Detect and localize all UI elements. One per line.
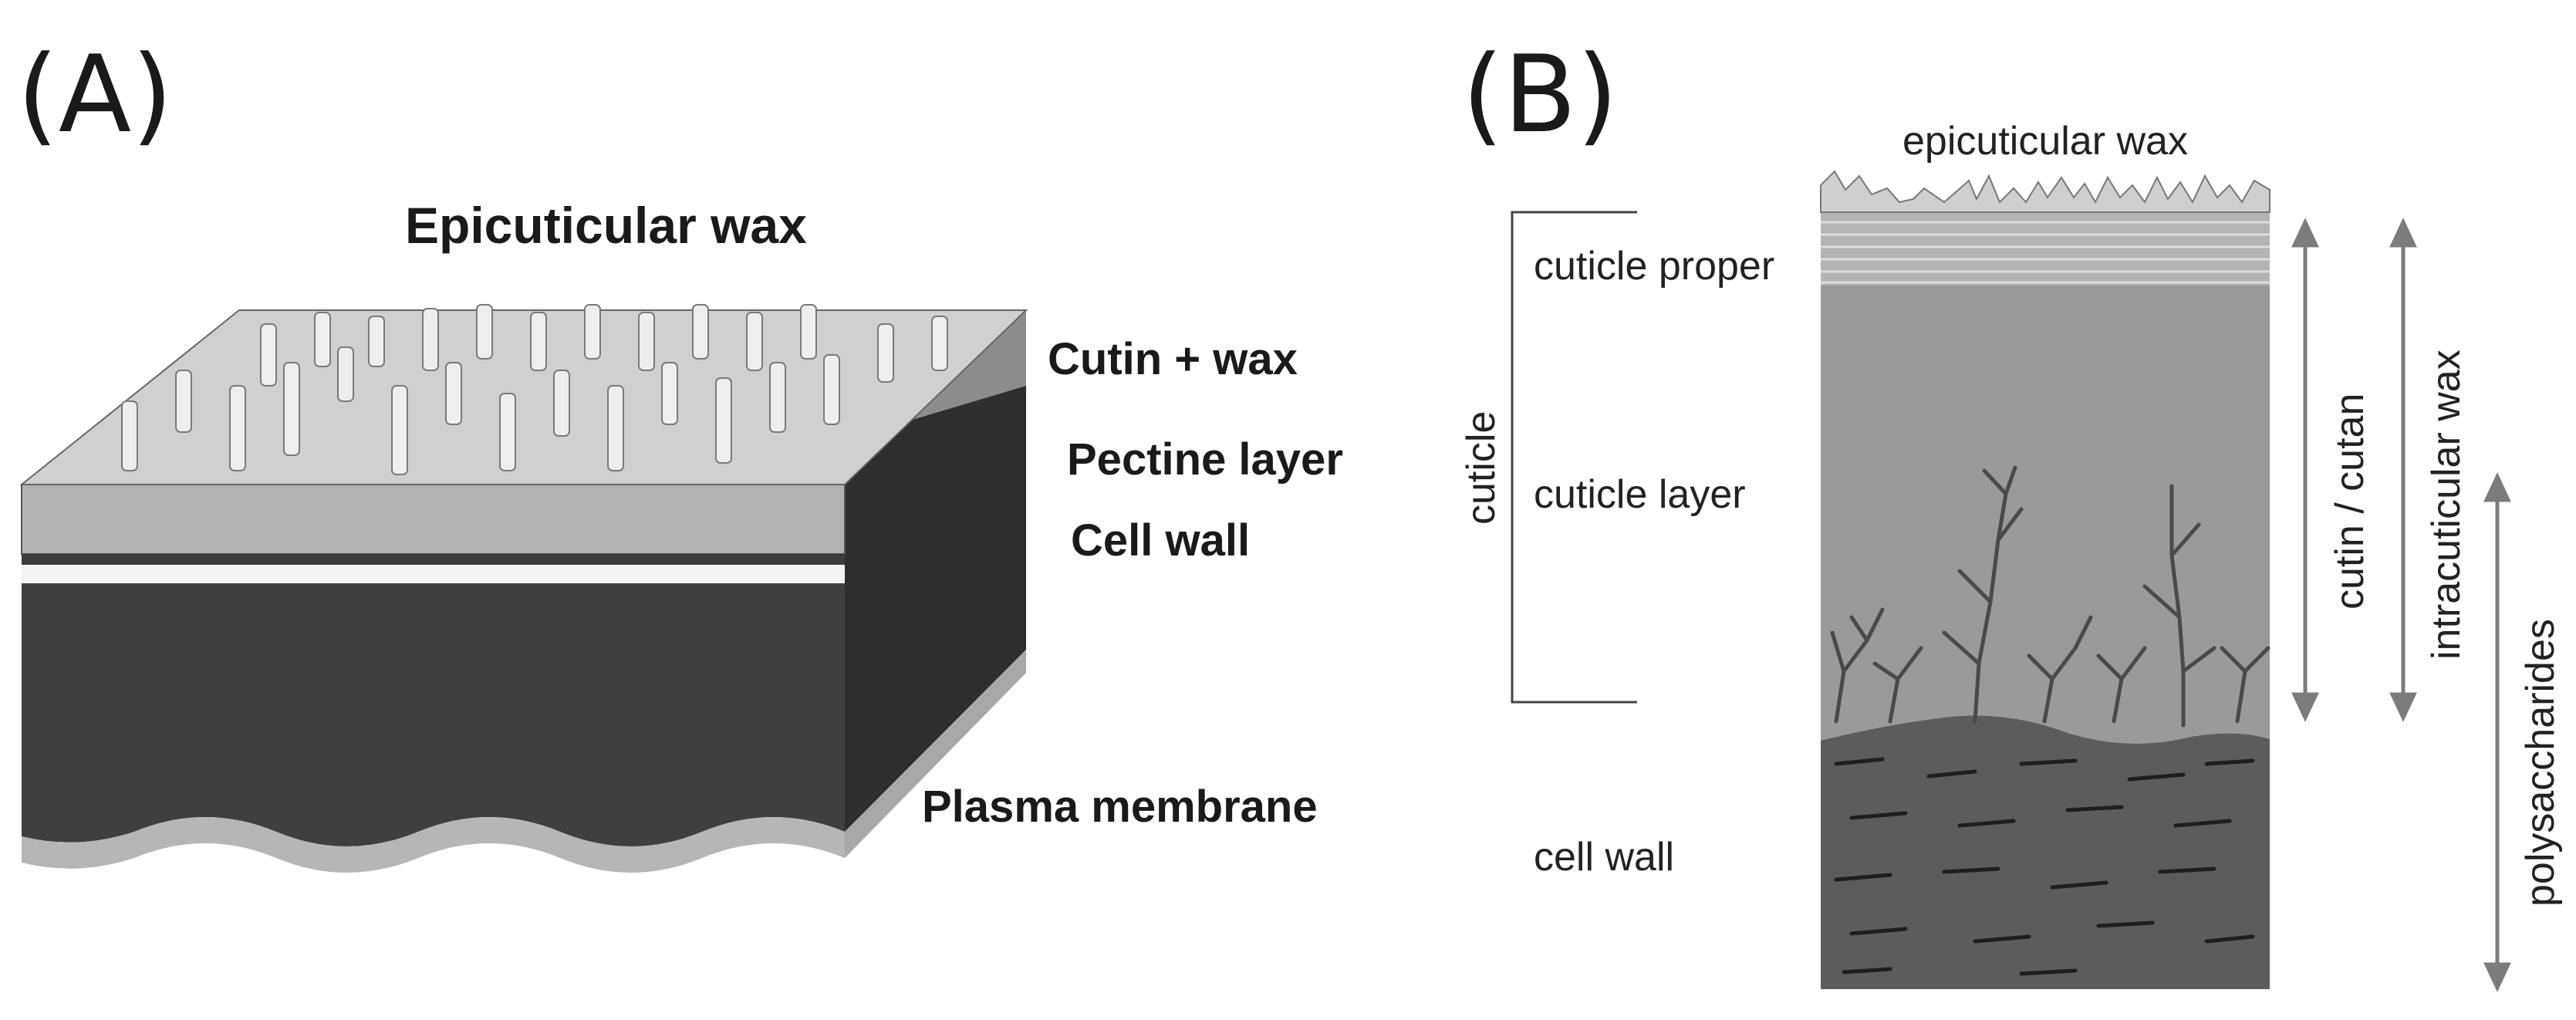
fibre <box>2220 646 2270 724</box>
wax-crystal <box>445 362 462 425</box>
cell-wall-fibre <box>2127 772 2186 782</box>
wax-crystal <box>337 346 354 402</box>
wax-crystal <box>715 377 732 464</box>
cell-wall-fibre <box>2204 758 2255 766</box>
cell-wall-fibre <box>1834 757 1885 766</box>
polysaccharide-fibres <box>1830 465 2270 728</box>
polysaccharides-label: polysaccharides <box>2518 619 2563 907</box>
fibre <box>1872 646 1923 724</box>
block-side-dark <box>845 386 1026 832</box>
wax-crystal <box>314 312 331 367</box>
panel-b: (B) epicuticular wax cuticle cuticle pro… <box>1459 32 2563 992</box>
fibre <box>2142 484 2216 728</box>
wax-crystal <box>746 312 763 371</box>
wax-crystal <box>229 385 246 471</box>
pectine-strip <box>22 554 845 565</box>
wax-crystal <box>476 304 493 360</box>
cell-wall-fibre <box>2096 920 2155 928</box>
cell-wall-fibre <box>2065 805 2124 812</box>
cell-wall-fibre <box>1957 819 2016 828</box>
wax-crystal <box>499 393 516 471</box>
cutin-cutan-label: cutin / cutan <box>2328 393 2372 610</box>
cuticle-layer-body <box>1821 285 2270 748</box>
cell-wall-fibre <box>2158 866 2216 874</box>
cell-wall-fibre <box>2050 880 2108 890</box>
wax-crystal <box>391 385 408 475</box>
arrow-intracuticular-head-top <box>2389 218 2417 248</box>
cuticle-bracket <box>1511 211 1637 704</box>
arrow-cutin-head-top <box>2291 218 2319 248</box>
fibre <box>2027 615 2093 724</box>
wax-crystal <box>800 304 817 360</box>
cell-wall-fibre <box>2173 819 2232 828</box>
cell-wall-region <box>1821 715 2270 989</box>
wax-crystal <box>283 362 300 456</box>
cuticle-proper-label: cuticle proper <box>1534 244 1774 289</box>
cell-wall-fibre <box>2019 968 2078 976</box>
arrow-polysaccharides-head-top <box>2483 472 2511 502</box>
cell-wall-fibre <box>1849 811 1908 820</box>
cuticle-bracket-label: cuticle <box>1459 411 1504 525</box>
cutin-wax-front <box>21 484 846 555</box>
fibre <box>2096 646 2147 724</box>
wax-crystal <box>530 312 547 371</box>
arrows <box>2291 218 2511 992</box>
membrane-band <box>22 817 845 873</box>
wax-crystal <box>661 362 678 425</box>
block-side-membrane <box>845 650 1026 858</box>
cuticle-proper-lamellae <box>1821 221 2270 284</box>
layer-label-pectine: Pectine layer <box>1067 434 1343 485</box>
wax-crystal <box>877 323 894 383</box>
arrow-intracuticular-head-bottom <box>2389 692 2417 722</box>
cell-wall-label: cell wall <box>1534 835 1674 880</box>
arrow-polysaccharides-head-bottom <box>2483 962 2511 992</box>
wax-crystal <box>260 323 277 387</box>
wax-crystal <box>823 354 840 425</box>
wax-crystal <box>422 308 439 371</box>
wax-crystal <box>584 304 601 360</box>
wax-crystal <box>175 370 192 433</box>
epicuticular-wax-label: epicuticular wax <box>1902 119 2188 164</box>
wax-crystal <box>769 362 786 433</box>
panel-a-label: (A) <box>17 32 173 157</box>
cell-wall-fibre <box>1973 934 2031 944</box>
epicuticular-wax-crystals <box>1820 170 2270 213</box>
wax-crystal <box>121 400 138 471</box>
cell-wall-fibre <box>1834 873 1892 882</box>
cell-wall-fibre <box>2019 758 2078 766</box>
wax-crystal <box>607 385 624 471</box>
cell-wall-fibre <box>1849 927 1908 936</box>
cell-wall-white <box>22 565 845 583</box>
layer-label-cell-wall: Cell wall <box>1071 515 1250 566</box>
layer-label-plasma-membrane: Plasma membrane <box>922 782 1318 832</box>
wax-crystal <box>553 370 570 437</box>
cell-wall-fibres <box>1834 757 2255 976</box>
fibre <box>1942 465 2024 724</box>
intracuticular-wax-label: intracuticular wax <box>2424 350 2469 660</box>
cuticle-layer-label: cuticle layer <box>1534 472 1746 517</box>
cell-wall-fibre <box>1842 967 1892 974</box>
layer-block <box>19 304 1028 873</box>
dark-front <box>22 583 845 846</box>
layer-label-cutin-wax: Cutin + wax <box>1048 334 1298 384</box>
cell-wall-fibre <box>1926 769 1977 779</box>
arrow-cutin-head-bottom <box>2291 692 2319 722</box>
fibre <box>1830 607 1885 724</box>
cell-wall-fibre <box>1942 866 2000 874</box>
wax-crystal <box>368 316 385 367</box>
epicuticular-wax-title: Epicuticular wax <box>405 197 807 254</box>
panel-a: (A) Epicuticular wax <box>17 32 1343 873</box>
wax-crystal <box>692 304 709 360</box>
wax-crystal <box>931 316 948 371</box>
panel-b-label: (B) <box>1462 32 1618 157</box>
wax-crystals <box>121 304 948 475</box>
wax-crystal <box>638 312 655 371</box>
cell-wall-fibre <box>2204 934 2255 944</box>
cuticle-proper-band <box>1821 212 2270 285</box>
